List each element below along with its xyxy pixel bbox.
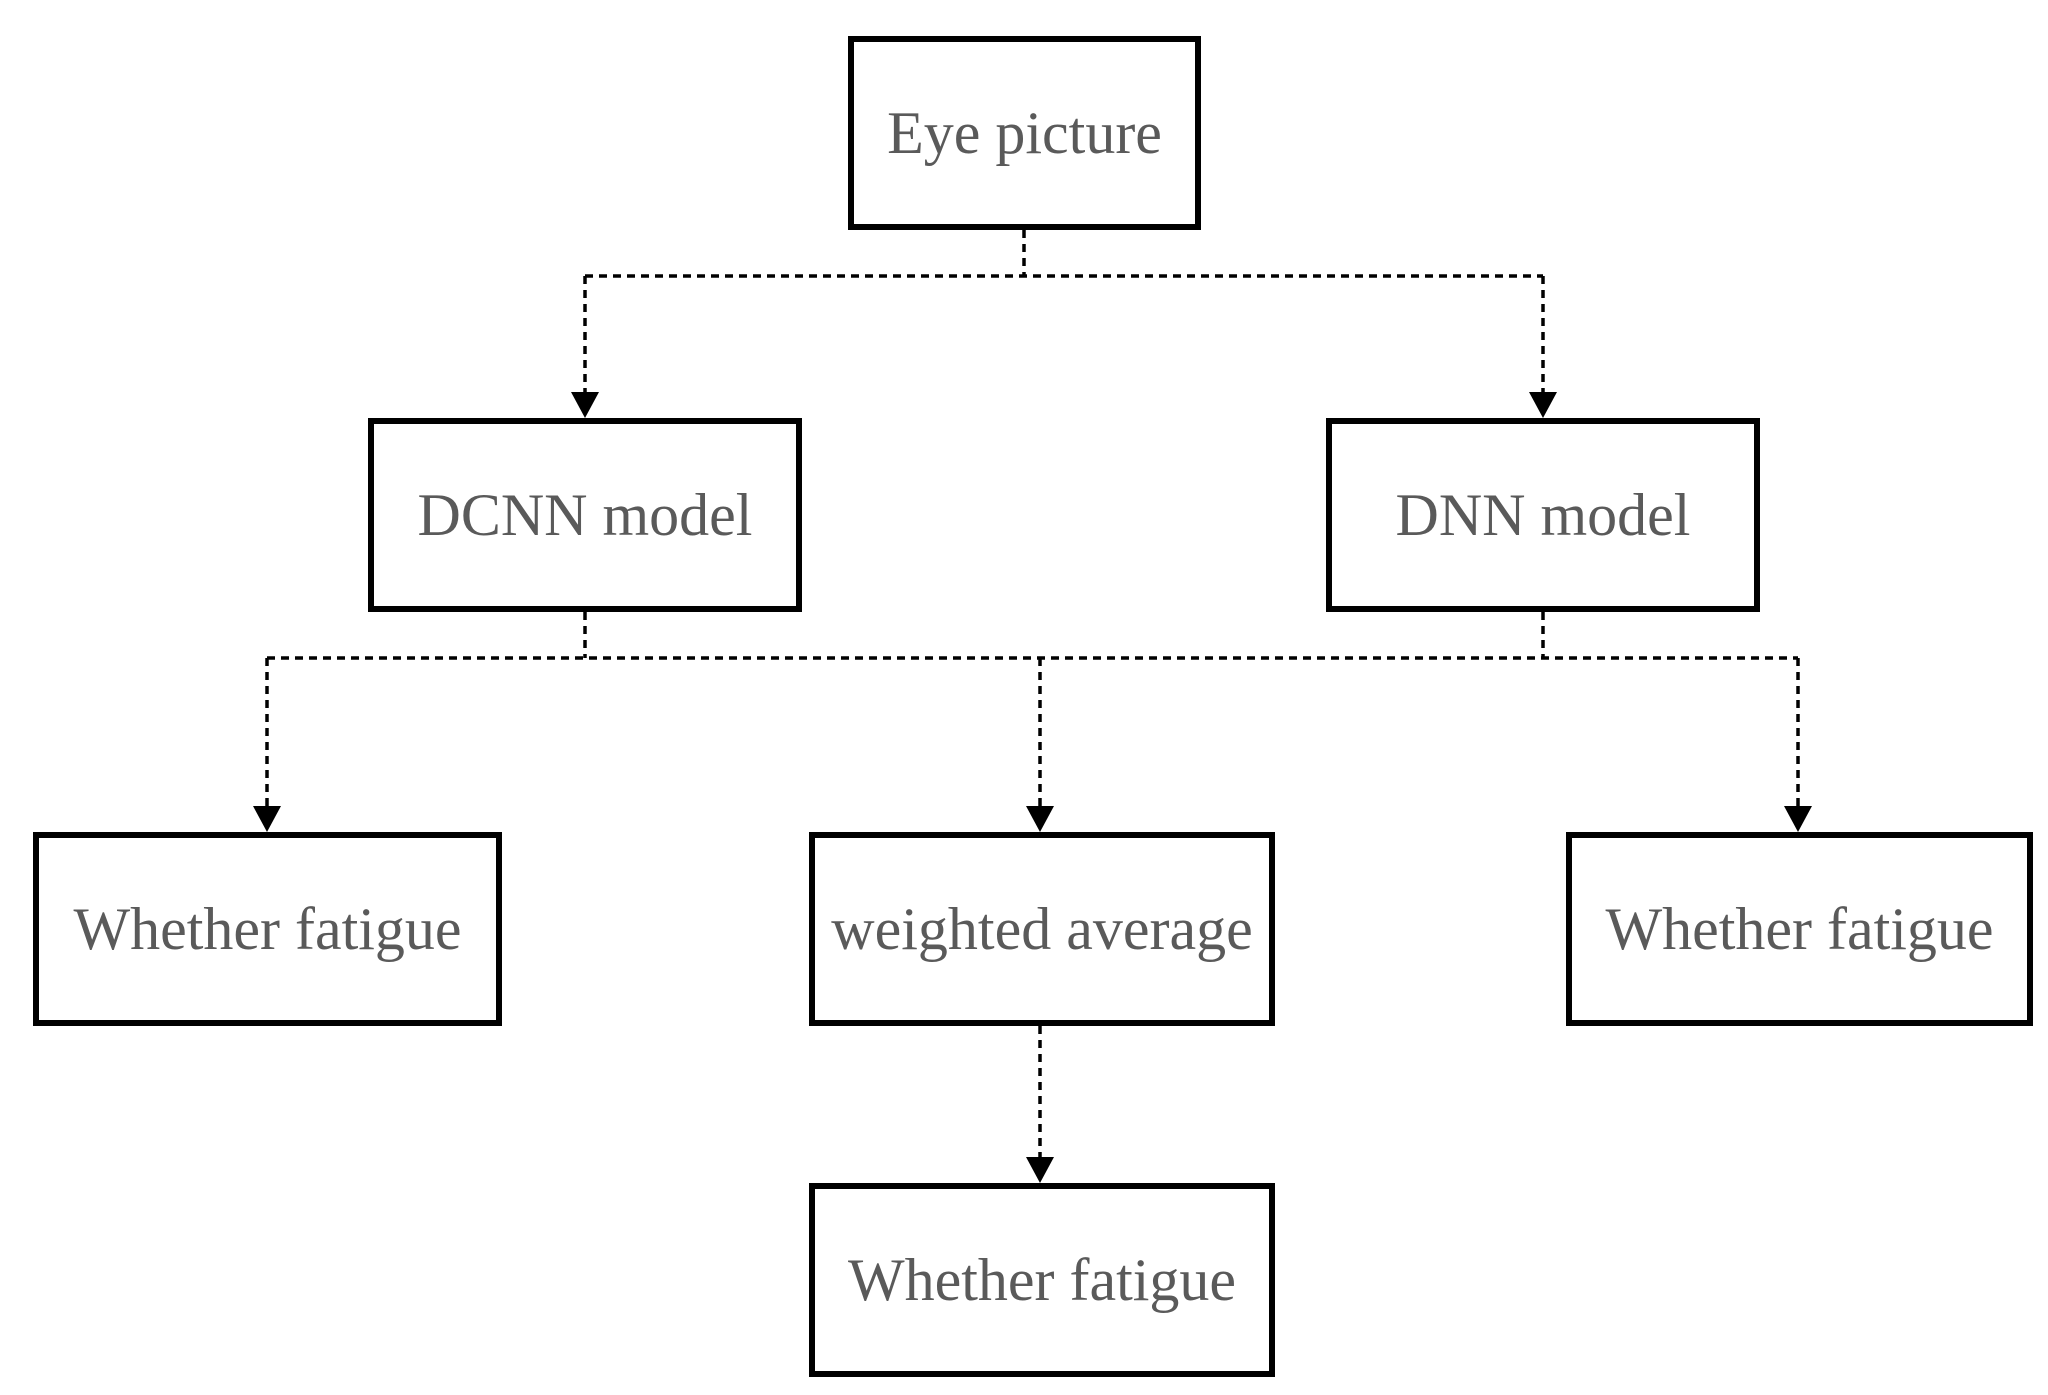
node-weighted-average-label: weighted average [831, 896, 1253, 962]
edge-models-to-outputs [265, 612, 1800, 806]
node-weighted-average: weighted average [809, 832, 1275, 1026]
arrowhead-to-weighted [1026, 806, 1054, 832]
node-whether-fatigue-bottom: Whether fatigue [809, 1183, 1275, 1377]
node-dcnn-model: DCNN model [368, 418, 802, 612]
arrowhead-to-fatigue-bottom [1026, 1157, 1054, 1183]
node-whether-fatigue-left: Whether fatigue [33, 832, 502, 1026]
node-whether-fatigue-left-label: Whether fatigue [73, 896, 462, 962]
node-whether-fatigue-right-label: Whether fatigue [1605, 896, 1994, 962]
node-whether-fatigue-bottom-label: Whether fatigue [847, 1247, 1237, 1313]
node-eye-picture: Eye picture [848, 36, 1201, 230]
node-dnn-model-label: DNN model [1395, 482, 1691, 548]
edge-eye-to-models [583, 230, 1545, 392]
arrowhead-to-dnn [1529, 392, 1557, 418]
node-whether-fatigue-right: Whether fatigue [1566, 832, 2033, 1026]
node-dnn-model: DNN model [1326, 418, 1760, 612]
node-dcnn-model-label: DCNN model [417, 482, 753, 548]
arrowhead-to-fatigue-right [1784, 806, 1812, 832]
arrowhead-to-fatigue-left [253, 806, 281, 832]
arrowhead-to-dcnn [571, 392, 599, 418]
node-eye-picture-label: Eye picture [887, 100, 1162, 166]
